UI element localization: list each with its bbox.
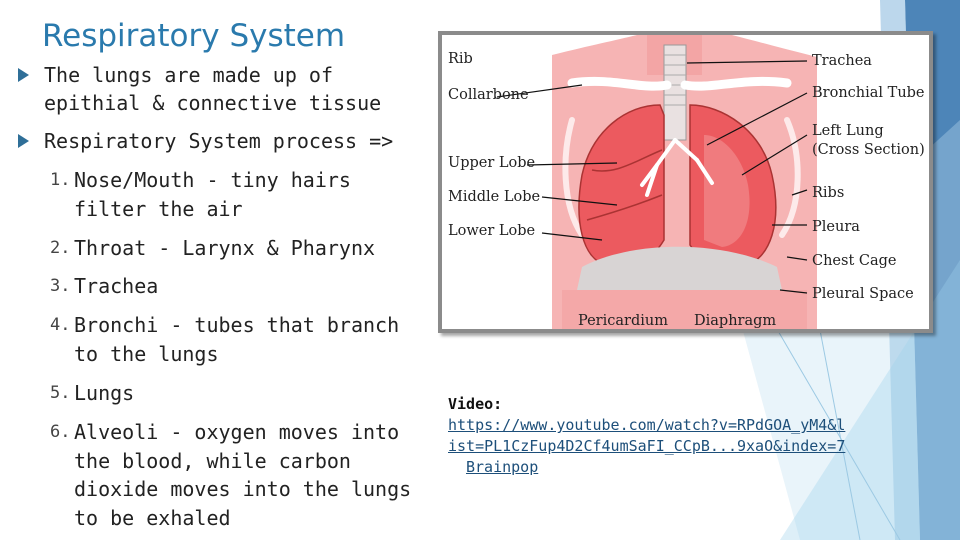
lungs-illustration — [496, 35, 817, 329]
label-middle-lobe: Middle Lobe — [448, 189, 541, 205]
step-text: Bronchi - tubes that branch to the lungs — [74, 313, 400, 366]
list-item: 3. Trachea — [50, 272, 435, 301]
label-pleural-space: Pleural Space — [812, 286, 914, 302]
step-number: 3. — [50, 276, 71, 296]
bullet-arrow-icon — [18, 134, 29, 148]
respiratory-diagram: Rib Collarbone Upper Lobe Middle Lobe Lo… — [438, 31, 933, 333]
brainpop-link[interactable]: Brainpop — [466, 458, 539, 476]
step-number: 2. — [50, 238, 71, 258]
bullet-arrow-icon — [18, 68, 29, 82]
label-cross-section: (Cross Section) — [812, 142, 925, 158]
video-label: Video: — [448, 395, 503, 413]
step-number: 1. — [50, 170, 71, 190]
label-lower-lobe: Lower Lobe — [448, 223, 536, 239]
bullet-lungs-tissue: The lungs are made up of epithial & conn… — [18, 61, 434, 117]
step-number: 4. — [50, 315, 71, 335]
video-reference: Video: https://www.youtube.com/watch?v=R… — [448, 394, 848, 478]
label-bronchial-tube: Bronchial Tube — [812, 85, 925, 101]
list-item: 4. Bronchi - tubes that branch to the lu… — [50, 311, 435, 368]
slide-title: Respiratory System — [42, 18, 346, 54]
step-number: 5. — [50, 383, 71, 403]
step-text: Trachea — [74, 274, 159, 298]
step-text: Throat - Larynx & Pharynx — [74, 236, 376, 260]
label-collarbone: Collarbone — [448, 87, 529, 103]
bullet-text: The lungs are made up of epithial & conn… — [44, 63, 382, 115]
label-rib: Rib — [448, 51, 473, 67]
label-trachea: Trachea — [812, 53, 872, 69]
step-text: Lungs — [74, 381, 135, 405]
list-item: 2. Throat - Larynx & Pharynx — [50, 234, 435, 263]
label-diaphragm: Diaphragm — [694, 313, 777, 329]
list-item: 1. Nose/Mouth - tiny hairs filter the ai… — [50, 166, 435, 223]
bullet-process: Respiratory System process => — [18, 127, 434, 155]
label-ribs: Ribs — [812, 185, 845, 201]
step-number: 6. — [50, 422, 71, 442]
list-item: 5. Lungs — [50, 379, 435, 408]
list-item: 6. Alveoli - oxygen moves into the blood… — [50, 418, 435, 532]
label-left-lung: Left Lung — [812, 123, 884, 139]
video-link[interactable]: https://www.youtube.com/watch?v=RPdGOA_y… — [448, 416, 846, 455]
label-upper-lobe: Upper Lobe — [448, 155, 536, 171]
bullet-text: Respiratory System process => — [44, 129, 394, 153]
step-text: Alveoli - oxygen moves into the blood, w… — [74, 420, 412, 530]
label-pleura: Pleura — [812, 219, 860, 235]
label-chest-cage: Chest Cage — [812, 253, 897, 269]
step-text: Nose/Mouth - tiny hairs filter the air — [74, 168, 351, 221]
label-pericardium: Pericardium — [578, 313, 668, 329]
